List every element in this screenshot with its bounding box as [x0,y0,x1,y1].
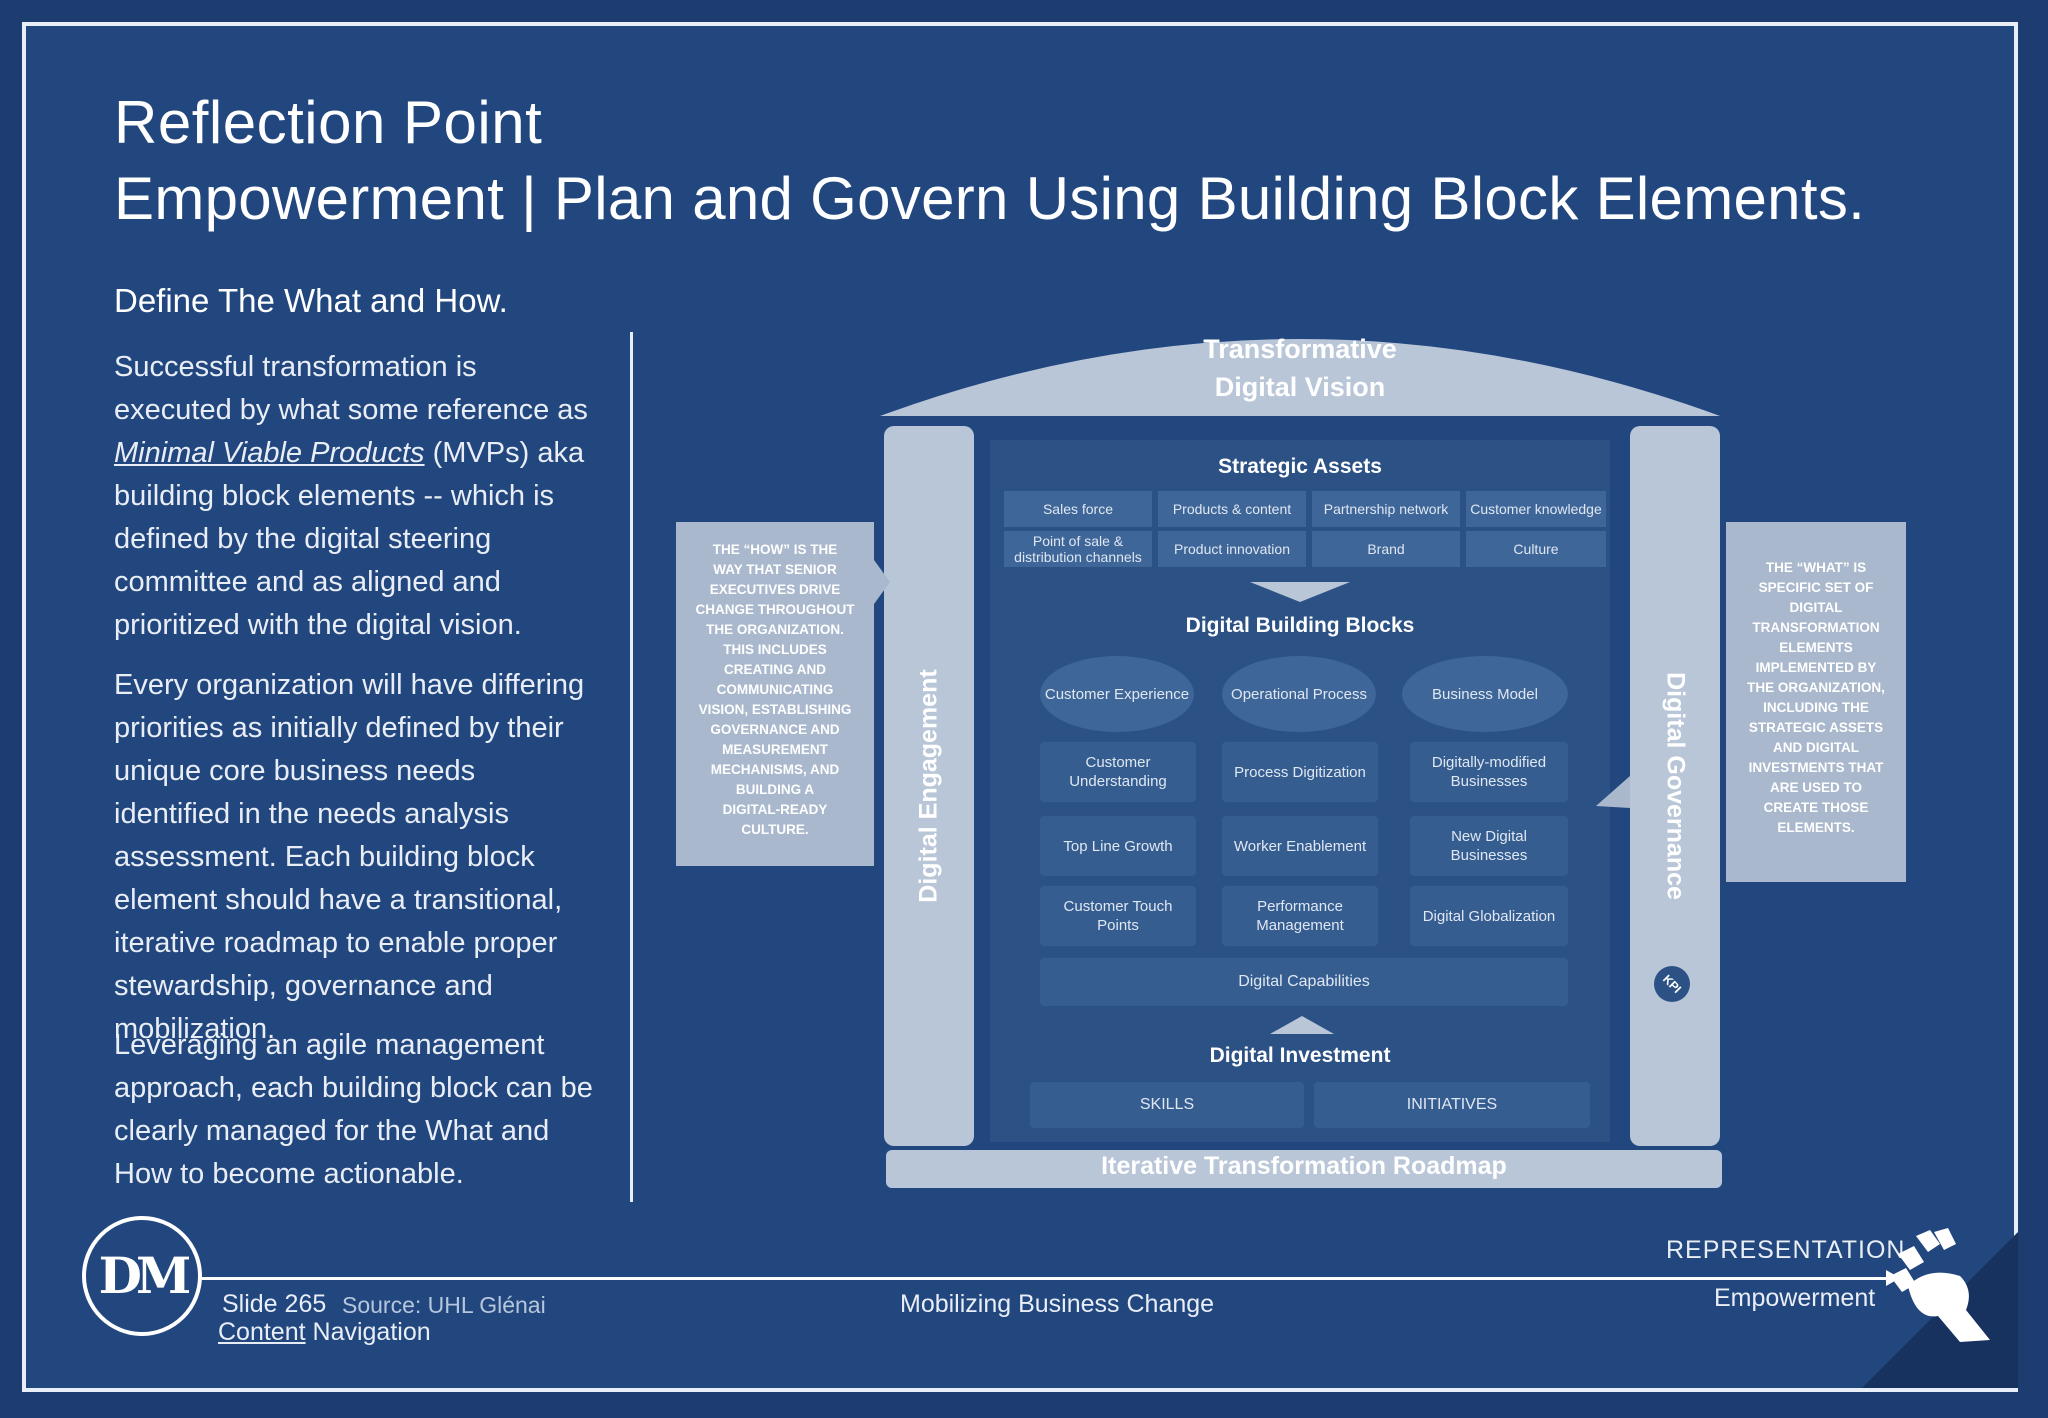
building-blocks-title: Digital Building Blocks [1185,614,1415,637]
what-line: INCLUDING THE [1763,700,1869,715]
content-navigation[interactable]: Content Navigation [218,1318,431,1347]
what-line: DIGITAL [1789,600,1843,615]
what-pointer [1596,776,1630,808]
what-line: THE “WHAT” IS [1765,560,1867,575]
footer-center-text: Mobilizing Business Change [900,1290,1215,1318]
how-line: GOVERNANCE AND [710,722,840,737]
governance-pillar [1630,426,1720,1146]
what-line: IMPLEMENTED BY [1755,660,1877,675]
paragraph-1-text-a: Successful transformation is executed by… [114,351,588,426]
initiatives-cell: INITIATIVES [1314,1082,1590,1128]
how-line: COMMUNICATING [716,682,834,697]
raised-fist-icon [1890,1228,1990,1342]
block-cell: Customer Understanding [1040,742,1196,802]
paragraph-2: Every organization will have differing p… [114,669,585,1045]
how-line: MECHANISMS, AND [710,762,840,777]
how-callout: THE “HOW” IS THE WAY THAT SENIOR EXECUTI… [676,522,874,866]
block-cell: Digital Globalization [1410,886,1568,946]
content-link[interactable]: Content [218,1318,306,1346]
page-subtitle: Empowerment | Plan and Govern Using Buil… [114,165,1866,232]
investment-title: Digital Investment [1209,1044,1391,1067]
asset-cell: Point of sale & distribution channels [1004,531,1152,567]
asset-cell: Brand [1312,531,1460,567]
what-line: AND DIGITAL [1773,740,1859,755]
block-cell: Top Line Growth [1040,816,1196,876]
engagement-pillar [884,426,974,1146]
roadmap-label: Iterative Transformation Roadmap [1101,1152,1507,1180]
down-arrow-icon [1250,582,1350,602]
block-cell: Performance Management [1222,886,1378,946]
block-oval: Operational Process [1222,656,1376,732]
block-cell: Worker Enablement [1222,816,1378,876]
dm-logo[interactable] [82,1216,202,1336]
digital-capabilities-bar: Digital Capabilities [1040,958,1568,1006]
asset-cell: Culture [1466,531,1606,567]
how-line: DIGITAL-READY [722,802,828,817]
vision-line-2: Digital Vision [1214,372,1386,402]
navigation-label: Navigation [305,1318,431,1346]
what-callout: THE “WHAT” IS SPECIFIC SET OF DIGITAL TR… [1726,522,1906,882]
vision-line-1: Transformative [1203,334,1397,364]
how-line: MEASUREMENT [722,742,828,757]
how-line: CULTURE. [741,822,809,837]
what-line: ARE USED TO [1769,780,1862,795]
vertical-divider [630,332,633,1202]
asset-cell: Sales force [1004,491,1152,527]
section-heading: Define The What and How. [114,282,508,319]
what-line: STRATEGIC ASSETS [1748,720,1884,735]
block-cell: New Digital Businesses [1410,816,1568,876]
how-line: THIS INCLUDES [723,642,827,657]
how-line: WAY THAT SENIOR [713,562,837,577]
source-credit: Source: UHL Glénai [342,1292,546,1318]
what-line: TRANSFORMATION [1752,620,1880,635]
paragraph-3: Leveraging an agile management approach,… [114,1029,593,1190]
vision-dome [880,339,1720,416]
slide-number: Slide 265 [222,1290,327,1318]
paragraph-1: Successful transformation is executed by… [114,346,594,647]
block-oval: Customer Experience [1040,656,1194,732]
page-title: Reflection Point [114,89,543,156]
how-line: CHANGE THROUGHOUT [695,602,855,617]
governance-label: Digital Governance [1661,672,1690,900]
paragraph-1-text-b: (MVPs) aka building block elements -- wh… [114,437,585,641]
asset-cell: Product innovation [1158,531,1306,567]
how-line: THE “HOW” IS THE [712,542,838,557]
how-line: BUILDING A [735,782,815,797]
empowerment-label: Empowerment [1714,1284,1876,1312]
what-line: SPECIFIC SET OF [1758,580,1874,595]
block-cell: Digitally-modified Businesses [1410,742,1568,802]
block-cell: Process Digitization [1222,742,1378,802]
how-pointer [874,560,890,604]
how-line: EXECUTIVES DRIVE [709,582,841,597]
vision-dome-label: Transformative Digital Vision [1100,330,1500,406]
how-line: VISION, ESTABLISHING [698,702,852,717]
block-cell: Customer Touch Points [1040,886,1196,946]
asset-cell: Products & content [1158,491,1306,527]
strategic-assets-title: Strategic Assets [1218,455,1382,478]
footer-divider [200,1277,1890,1280]
roadmap-bar [886,1150,1722,1188]
dm-logo-text: DM [98,1246,192,1305]
engagement-label: Digital Engagement [914,669,943,903]
asset-cell: Partnership network [1312,491,1460,527]
asset-cell: Customer knowledge [1466,491,1606,527]
what-line: CREATE THOSE [1763,800,1869,815]
skills-cell: SKILLS [1030,1082,1304,1128]
block-oval: Business Model [1402,656,1568,732]
how-line: CREATING AND [724,662,826,677]
representation-link[interactable]: REPRESENTATION [1666,1236,1906,1264]
what-line: THE ORGANIZATION, [1747,680,1885,695]
what-line: ELEMENTS [1779,640,1853,655]
what-line: INVESTMENTS THAT [1748,760,1884,775]
what-line: ELEMENTS. [1777,820,1855,835]
how-line: THE ORGANIZATION. [706,622,844,637]
mvp-link[interactable]: Minimal Viable Products [114,437,425,469]
up-arrow-icon [1270,1016,1334,1034]
